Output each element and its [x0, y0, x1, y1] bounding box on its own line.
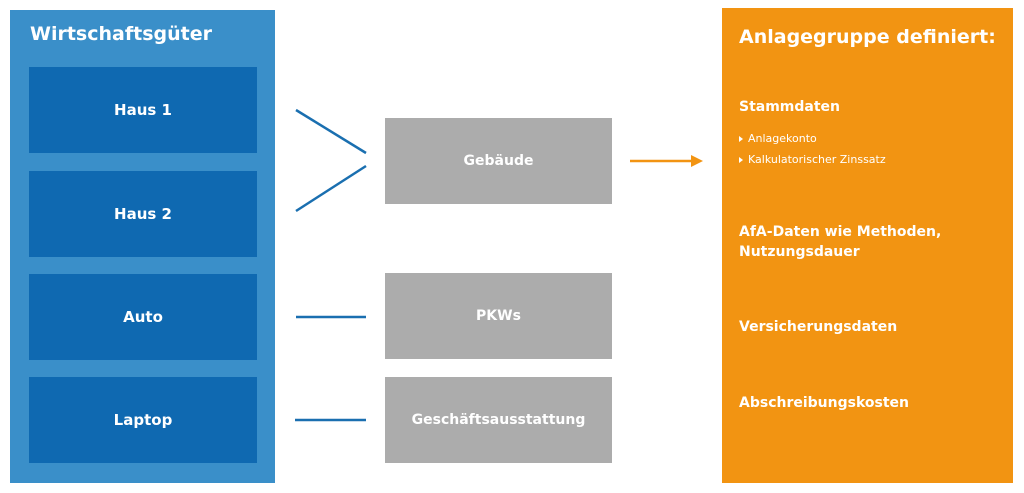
- stammdaten-item-label: Anlagekonto: [748, 132, 817, 145]
- stammdaten-list: Anlagekonto Kalkulatorischer Zinssatz: [739, 128, 886, 170]
- stammdaten-item: Anlagekonto: [739, 128, 886, 149]
- asset-group-panel: Anlagegruppe definiert: Stammdaten Anlag…: [722, 8, 1013, 483]
- connector-haus-1: [295, 108, 367, 155]
- afa-heading: AfA-Daten wie Methoden, Nutzungsdauer: [739, 222, 941, 262]
- assets-panel-title: Wirtschaftsgüter: [30, 23, 212, 45]
- asset-laptop: Laptop: [29, 377, 257, 463]
- arrow-head-icon: [691, 155, 703, 167]
- group-geschaeftsausstattung: Geschäftsausstattung: [385, 377, 612, 463]
- asset-haus-1: Haus 1: [29, 67, 257, 153]
- versicherung-heading: Versicherungsdaten: [739, 319, 898, 335]
- afa-heading-line-2: Nutzungsdauer: [739, 244, 860, 260]
- bullet-arrow-icon: [739, 156, 743, 163]
- stammdaten-heading: Stammdaten: [739, 99, 841, 115]
- stammdaten-item-label: Kalkulatorischer Zinssatz: [748, 153, 886, 166]
- connector-haus-2: [295, 164, 367, 213]
- group-gebaeude: Gebäude: [385, 118, 612, 204]
- bullet-arrow-icon: [739, 135, 743, 142]
- group-pkws: PKWs: [385, 273, 612, 359]
- asset-auto: Auto: [29, 274, 257, 360]
- assets-panel: Wirtschaftsgüter Haus 1 Haus 2 Auto Lapt…: [10, 10, 275, 483]
- asset-group-panel-title: Anlagegruppe definiert:: [739, 26, 996, 48]
- stammdaten-item: Kalkulatorischer Zinssatz: [739, 149, 886, 170]
- abschreibung-heading: Abschreibungskosten: [739, 395, 910, 411]
- asset-haus-2: Haus 2: [29, 171, 257, 257]
- afa-heading-line-1: AfA-Daten wie Methoden,: [739, 224, 942, 240]
